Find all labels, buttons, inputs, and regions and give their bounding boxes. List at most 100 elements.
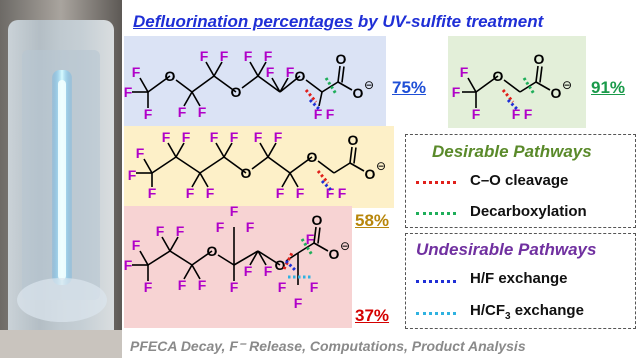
fluorine-atom: F (206, 185, 215, 201)
bond (183, 91, 193, 107)
bond (317, 160, 335, 174)
fluorine-atom: F (326, 185, 335, 201)
bond (217, 254, 235, 266)
bond (167, 142, 177, 158)
bond (191, 250, 213, 266)
bond (139, 250, 149, 266)
bond (305, 79, 323, 93)
co-cleavage-swatch (416, 181, 456, 184)
bond (267, 156, 291, 174)
bond (251, 156, 269, 170)
oxygen-atom: O (534, 51, 545, 67)
figure-title: Defluorination percentages by UV-sulfite… (133, 12, 543, 32)
bond (249, 250, 259, 266)
oxygen-atom: O (275, 257, 286, 273)
fluorine-atom: F (198, 104, 207, 120)
hf-exchange-cut (506, 98, 520, 112)
bond (297, 242, 315, 254)
fluorine-atom: F (230, 203, 239, 219)
fluorine-atom: F (460, 64, 469, 80)
oxygen-atom: O (241, 165, 252, 181)
oxygen-atom: O (329, 246, 340, 262)
bond (169, 250, 193, 266)
fluorine-atom: F (178, 104, 187, 120)
bond (535, 81, 551, 91)
bond (257, 61, 267, 77)
fluorine-atom: F (182, 129, 191, 145)
bond (175, 142, 185, 158)
bond (205, 61, 215, 77)
bond (151, 156, 177, 174)
bond (313, 242, 329, 252)
uv-lamp-photo (0, 0, 122, 358)
fluorine-atom: F (244, 263, 253, 279)
double-bond (353, 147, 357, 164)
decarboxylation-cut (324, 77, 338, 95)
negative-charge: ⊖ (376, 159, 386, 173)
hcf3-exchange-label: H/CF3 exchange (470, 302, 584, 322)
fluorine-atom: F (136, 145, 145, 161)
bond (289, 156, 313, 174)
fluorine-atom: F (254, 129, 263, 145)
bond (213, 75, 237, 93)
fluorine-atom: F (176, 223, 185, 239)
hf-exchange-cut (284, 259, 298, 273)
fluorine-atom: F (156, 223, 165, 239)
pct-mol1: 75% (392, 78, 427, 97)
fluorine-atom: F (452, 84, 461, 100)
bond (279, 77, 289, 93)
bond (503, 79, 521, 93)
bond (257, 75, 281, 93)
bond (215, 142, 225, 158)
bond (281, 172, 291, 188)
bond (271, 77, 281, 93)
bond (223, 142, 233, 158)
bond (175, 79, 193, 93)
fluorine-atom: F (210, 129, 219, 145)
double-bond (317, 227, 321, 244)
oxygen-atom: O (365, 166, 376, 182)
oxygen-atom: O (165, 68, 176, 84)
bond (147, 250, 171, 266)
bond (289, 172, 299, 188)
fluorine-atom: F (144, 279, 153, 295)
fluorine-atom: F (132, 64, 141, 80)
fluorine-atom: F (286, 64, 295, 80)
bond (191, 91, 201, 107)
bond (519, 81, 537, 93)
desirable-heading: Desirable Pathways (432, 142, 592, 161)
negative-charge: ⊖ (562, 78, 572, 92)
fluorine-atom: F (278, 279, 287, 295)
undesirable-heading: Undesirable Pathways (416, 240, 597, 259)
panel-mol4 (124, 206, 352, 328)
bond (161, 236, 171, 252)
hf-exchange-cut (308, 98, 322, 112)
fluorine-atom: F (310, 279, 319, 295)
pct-mol4: 37% (355, 306, 390, 325)
fluorine-atom: F (230, 129, 239, 145)
fluorine-atom: F (132, 237, 141, 253)
bond (169, 236, 179, 252)
fluorine-atom: F (296, 185, 305, 201)
fluorine-atom: F (220, 48, 229, 64)
footer-caption: PFECA Decay, F⁻ Release, Computations, P… (130, 338, 526, 354)
oxygen-atom: O (353, 85, 364, 101)
bond (467, 77, 477, 93)
bond (249, 61, 259, 77)
bond (199, 172, 209, 188)
title-main: Defluorination percentages (133, 12, 354, 31)
oxygen-atom: O (312, 212, 323, 228)
fluorine-atom: F (264, 48, 273, 64)
bond (241, 75, 259, 89)
hf-exchange-swatch (416, 280, 456, 283)
oxygen-atom: O (207, 243, 218, 259)
fluorine-atom: F (266, 64, 275, 80)
fluorine-atom: F (472, 106, 481, 122)
fluorine-atom: F (124, 257, 133, 273)
bond (257, 250, 281, 266)
bond (313, 226, 317, 244)
bond (349, 162, 365, 172)
bond (191, 264, 201, 280)
